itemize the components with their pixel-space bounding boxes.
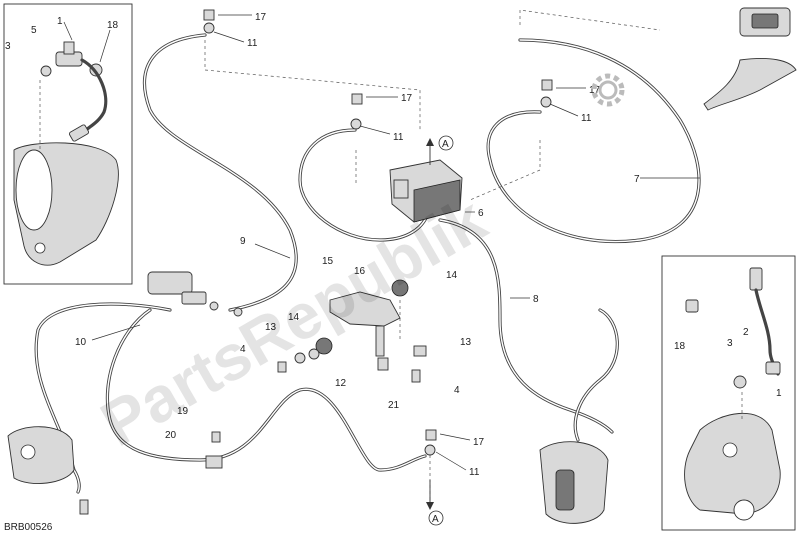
watermark-text: PartsRepublik xyxy=(89,182,498,460)
arrow-label-bottom: A xyxy=(432,514,439,525)
callout-11-mid: 11 xyxy=(393,132,404,143)
front-caliper-right xyxy=(539,441,609,524)
callout-7: 7 xyxy=(634,174,640,185)
callout-1-right: 1 xyxy=(776,388,782,399)
callout-17-right: 17 xyxy=(589,85,601,96)
callout-21: 21 xyxy=(388,400,400,411)
callout-20: 20 xyxy=(165,430,177,441)
callout-3-left: 3 xyxy=(5,41,11,52)
callout-18-left: 18 xyxy=(107,20,119,31)
callout-5: 5 xyxy=(31,25,37,36)
callout-13-a: 13 xyxy=(265,322,277,333)
callout-19: 19 xyxy=(177,406,189,417)
callout-2-right: 2 xyxy=(743,327,749,338)
callout-12: 12 xyxy=(335,378,347,389)
diagram-code: BRB00526 xyxy=(4,522,53,533)
callout-8: 8 xyxy=(533,294,539,305)
callout-14-a: 14 xyxy=(288,312,300,323)
callout-16: 16 xyxy=(354,266,366,277)
left-inset-sensor xyxy=(13,41,119,266)
arrow-down-icon: A xyxy=(426,480,444,526)
rear-master-cylinder xyxy=(147,271,243,317)
callout-6: 6 xyxy=(478,208,484,219)
brake-hoses xyxy=(34,33,701,494)
gear-icon xyxy=(591,73,625,107)
callout-17-top: 17 xyxy=(255,12,267,23)
callout-labels: 1 3 5 18 17 11 17 11 17 11 17 11 6 7 8 9… xyxy=(5,12,782,478)
fittings xyxy=(79,9,553,515)
callout-11-right: 11 xyxy=(581,113,592,124)
abs-bracket xyxy=(315,279,409,371)
front-master-cylinder xyxy=(703,7,797,111)
right-inset-sensor xyxy=(684,267,781,521)
callout-11-top: 11 xyxy=(247,38,258,49)
abs-modulator xyxy=(389,159,463,223)
arrow-label-top: A xyxy=(442,139,449,150)
callout-17-mid: 17 xyxy=(401,93,413,104)
callout-14-b: 14 xyxy=(446,270,458,281)
right-inset-frame xyxy=(661,255,796,531)
leader-lines xyxy=(63,14,700,471)
callout-4-b: 4 xyxy=(454,385,460,396)
callout-11-bot: 11 xyxy=(469,467,480,478)
callout-13-b: 13 xyxy=(460,337,472,348)
callout-10: 10 xyxy=(75,337,87,348)
callout-9: 9 xyxy=(240,236,246,247)
left-inset-frame xyxy=(3,3,133,285)
callout-18-right: 18 xyxy=(674,341,686,352)
callout-17-bot: 17 xyxy=(473,437,485,448)
callout-3-right: 3 xyxy=(727,338,733,349)
callout-1-left: 1 xyxy=(57,16,63,27)
callout-15: 15 xyxy=(322,256,334,267)
callout-4-a: 4 xyxy=(240,344,246,355)
rear-caliper-left xyxy=(7,426,75,484)
arrow-up-icon: A xyxy=(426,135,454,165)
